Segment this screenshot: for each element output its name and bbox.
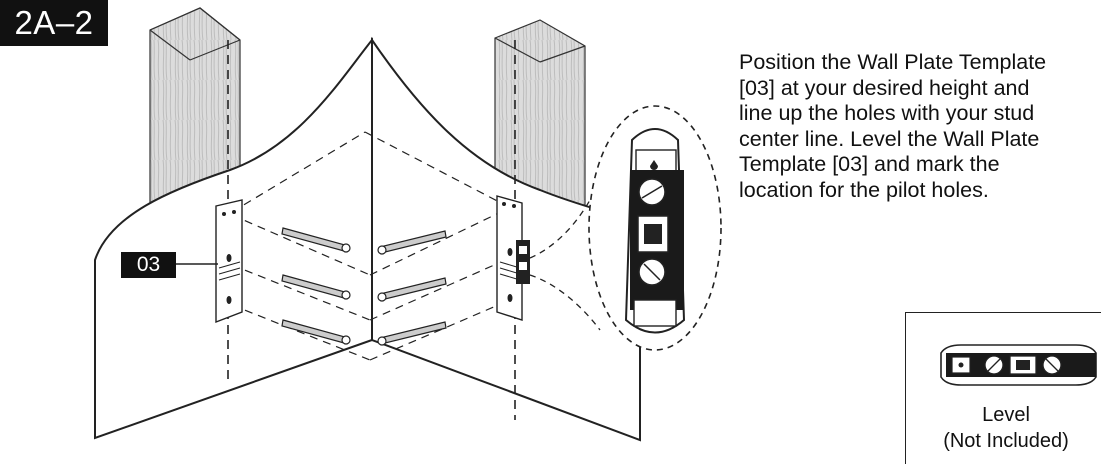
instruction-line: line up the holes with your stud (739, 101, 1035, 125)
part-number-label: 03 (121, 252, 176, 278)
instruction-text: Position the Wall Plate Template [03] at… (739, 50, 1101, 203)
step-number-badge: 2A–2 (0, 0, 108, 46)
instruction-line: Position the Wall Plate Template (739, 50, 1047, 74)
left-stud-icon (149, 7, 241, 206)
instruction-line: [03] at your desired height and (739, 75, 1030, 100)
instruction-line: Template [03] and mark the (739, 152, 1000, 176)
tool-name-label: Level (982, 404, 1030, 426)
instruction-line: location for the pilot holes. (739, 177, 989, 202)
level-tool-icon (940, 344, 1097, 386)
level-icon (624, 128, 686, 334)
right-wall-plate-template (496, 195, 530, 321)
screw-icon-right (377, 230, 447, 346)
wall-plate-template-icon (215, 199, 243, 324)
not-included-label: (Not Included) (943, 430, 1069, 452)
tool-note-box: Level (Not Included) (905, 312, 1101, 464)
instruction-line: center line. Level the Wall Plate (739, 126, 1040, 151)
screw-icon (281, 227, 351, 345)
